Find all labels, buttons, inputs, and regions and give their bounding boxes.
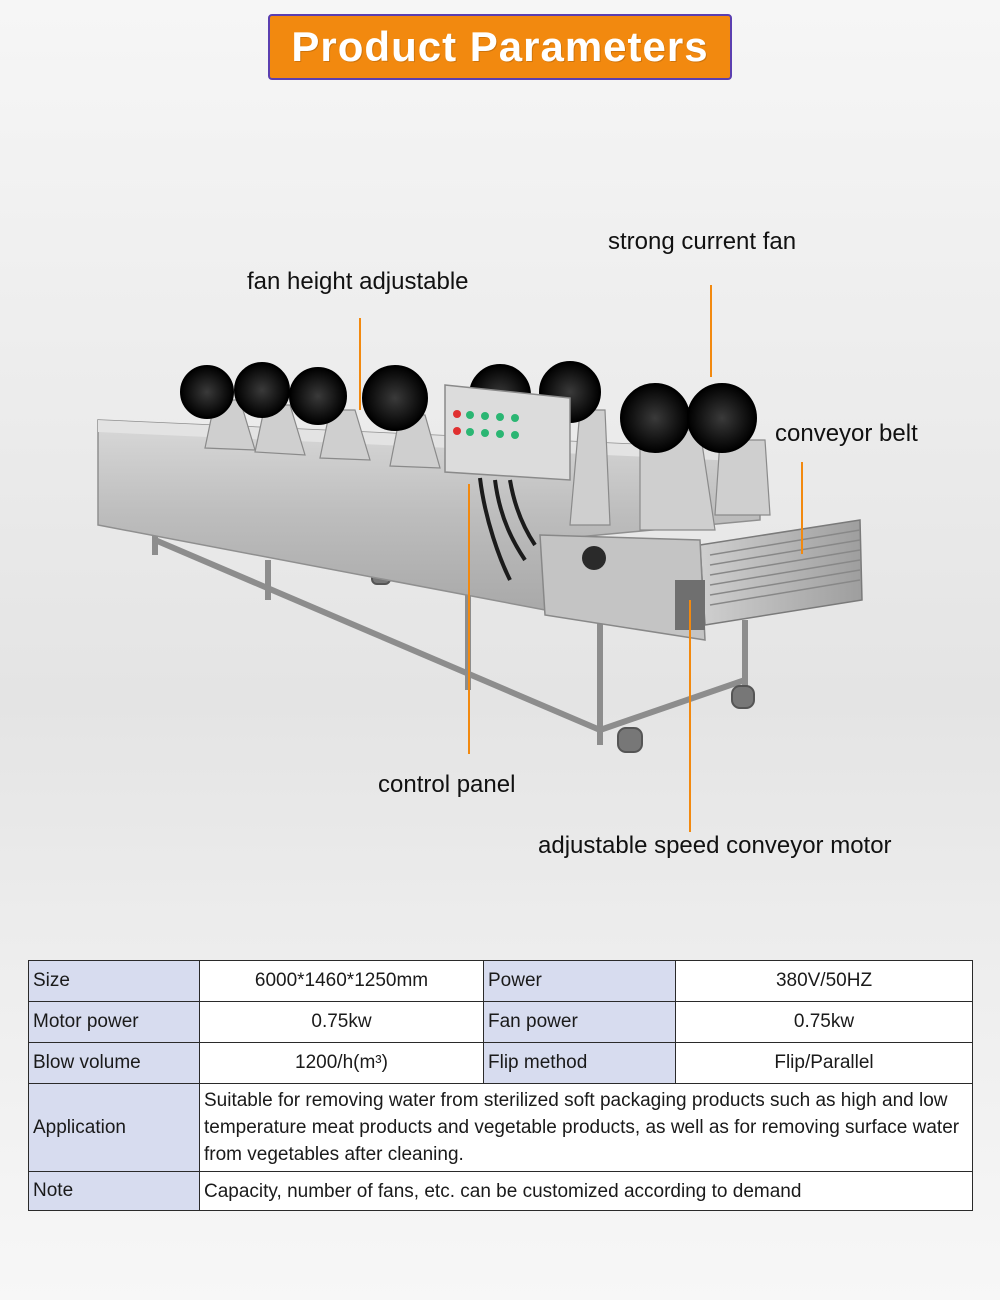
spec-table: Size 6000*1460*1250mm Power 380V/50HZ Mo… bbox=[28, 960, 973, 1211]
callout-control-panel: control panel bbox=[378, 771, 516, 798]
spec-value: 0.75kw bbox=[675, 1001, 973, 1043]
callout-strong-fan: strong current fan bbox=[608, 228, 797, 255]
leader-line bbox=[689, 600, 691, 832]
spec-value: 6000*1460*1250mm bbox=[199, 960, 484, 1002]
table-row: Motor power 0.75kw Fan power 0.75kw bbox=[28, 1001, 973, 1043]
spec-value: 380V/50HZ bbox=[675, 960, 973, 1002]
spec-value: Capacity, number of fans, etc. can be cu… bbox=[199, 1171, 973, 1211]
spec-value: Suitable for removing water from sterili… bbox=[199, 1083, 973, 1172]
spec-label: Blow volume bbox=[28, 1042, 200, 1084]
leader-line bbox=[801, 462, 803, 554]
spec-label: Motor power bbox=[28, 1001, 200, 1043]
air-drying-machine-image bbox=[97, 361, 863, 753]
table-row: Note Capacity, number of fans, etc. can … bbox=[28, 1171, 973, 1211]
title-banner: Product Parameters bbox=[268, 14, 732, 80]
leader-line bbox=[359, 318, 361, 410]
control-box bbox=[444, 384, 571, 581]
page-title: Product Parameters bbox=[291, 23, 709, 70]
callout-conveyor-motor: adjustable speed conveyor motor bbox=[538, 832, 892, 859]
spec-value: Flip/Parallel bbox=[675, 1042, 973, 1084]
spec-label: Note bbox=[28, 1171, 200, 1211]
spec-label: Size bbox=[28, 960, 200, 1002]
spec-value: 0.75kw bbox=[199, 1001, 484, 1043]
spec-label: Fan power bbox=[483, 1001, 676, 1043]
table-row: Blow volume 1200/h(m³) Flip method Flip/… bbox=[28, 1042, 973, 1084]
spec-label: Application bbox=[28, 1083, 200, 1172]
spec-label: Power bbox=[483, 960, 676, 1002]
callout-fan-height: fan height adjustable bbox=[247, 268, 469, 295]
leader-line bbox=[710, 285, 712, 377]
callout-conveyor-belt: conveyor belt bbox=[775, 420, 918, 447]
spec-label: Flip method bbox=[483, 1042, 676, 1084]
table-row: Size 6000*1460*1250mm Power 380V/50HZ bbox=[28, 960, 973, 1002]
table-row: Application Suitable for removing water … bbox=[28, 1083, 973, 1172]
leader-line bbox=[468, 484, 470, 754]
spec-value: 1200/h(m³) bbox=[199, 1042, 484, 1084]
motor-housing bbox=[539, 534, 706, 641]
